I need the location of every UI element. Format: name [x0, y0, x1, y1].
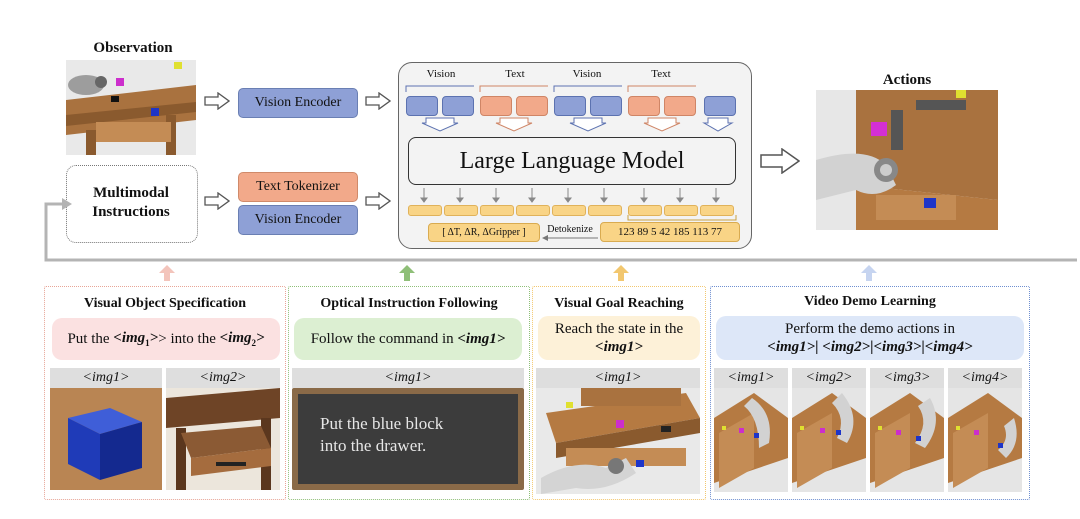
arrow-llm-to-actions: [760, 148, 800, 174]
arrow-up-panel1: [159, 265, 175, 281]
group-label-text-2: Text: [651, 68, 671, 80]
arrow-up-panel3: [613, 265, 629, 281]
token-vision-2: [442, 96, 474, 116]
arrow-up-panel2: [399, 265, 415, 281]
group-label-text-1: Text: [505, 68, 525, 80]
chalkboard-line1: Put the blue block: [320, 414, 444, 433]
output-token-6: [588, 205, 622, 216]
chalkboard-image: Put the blue block into the drawer.: [292, 388, 524, 490]
text-tokenizer: Text Tokenizer: [238, 172, 358, 202]
chalkboard-line2: into the drawer.: [320, 436, 427, 455]
panel2-title: Optical Instruction Following: [320, 296, 498, 311]
panel3-img1-label: <img1>: [536, 368, 700, 388]
output-token-4: [516, 205, 550, 216]
panel3-title: Visual Goal Reaching: [554, 296, 684, 311]
token-text-4: [664, 96, 696, 116]
blue-cube-image: [50, 388, 162, 490]
panel1-img2-label: <img2>: [166, 368, 280, 388]
output-token-1: [408, 205, 442, 216]
detokenize-arrow: [542, 235, 598, 241]
group-label-vision-1: Vision: [426, 68, 456, 80]
demo-frame-2: [792, 388, 866, 492]
output-token-2: [444, 205, 478, 216]
observation-image: [66, 60, 196, 155]
demo-frame-4: [948, 388, 1022, 492]
detokenize-label: Detokenize: [547, 224, 593, 235]
panel1-img1-label: <img1>: [50, 368, 162, 388]
panel4-img2-label: <img2>: [792, 368, 866, 388]
panel2-instruction: Follow the command in <img1>: [294, 318, 522, 360]
token-text-2: [516, 96, 548, 116]
output-token-9: [700, 205, 734, 216]
token-id-box: 123 89 5 42 185 113 77: [600, 222, 740, 242]
output-token-8: [664, 205, 698, 216]
token-vision-3: [554, 96, 586, 116]
token-group-brackets: [405, 85, 696, 92]
panel4-instruction: Perform the demo actions in <img1>| <img…: [716, 316, 1024, 360]
panel-video-demo-learning: [710, 286, 1030, 500]
arrow-instr-to-encoder: [204, 192, 230, 210]
panel4-img4-label: <img4>: [948, 368, 1022, 388]
token-arrows-down: [421, 117, 734, 132]
observation-title: Observation: [93, 40, 173, 56]
panel3-instruction: Reach the state in the <img1>: [538, 316, 700, 360]
panel4-img1-label: <img1>: [714, 368, 788, 388]
goal-state-image: [536, 388, 700, 494]
vision-encoder-bottom: Vision Encoder: [238, 205, 358, 235]
token-vision-5: [704, 96, 736, 116]
arrow-tokenizer-to-llm: [365, 192, 391, 210]
demo-frame-3: [870, 388, 944, 492]
arrow-up-panel4: [861, 265, 877, 281]
drawer-image: [166, 388, 280, 490]
output-token-bracket: [627, 215, 737, 221]
demo-frame-1: [714, 388, 788, 492]
panel4-img3-label: <img3>: [870, 368, 944, 388]
feedback-loop-line: [44, 198, 1077, 262]
multimodal-instructions-line1: Multimodal: [93, 185, 169, 201]
panel1-instruction: Put the <img1>> into the <img2>: [52, 318, 280, 360]
actions-title: Actions: [882, 72, 932, 88]
panel2-img1-label: <img1>: [292, 368, 524, 388]
output-token-3: [480, 205, 514, 216]
output-token-5: [552, 205, 586, 216]
output-token-7: [628, 205, 662, 216]
panel-visual-goal-reaching: [532, 286, 706, 500]
output-arrows: [420, 188, 720, 203]
delta-action-box: [ ΔT, ΔR, ΔGripper ]: [428, 223, 540, 242]
large-language-model-block: Large Language Model: [408, 137, 736, 185]
arrow-encoder-to-llm: [365, 92, 391, 110]
group-label-vision-2: Vision: [572, 68, 602, 80]
arrow-obs-to-encoder: [204, 92, 230, 110]
vision-encoder-top: Vision Encoder: [238, 88, 358, 118]
panel-optical-instruction-following: [288, 286, 530, 500]
panel4-title: Video Demo Learning: [804, 294, 936, 309]
token-vision-1: [406, 96, 438, 116]
multimodal-instructions-line2: Instructions: [92, 204, 170, 220]
actions-image: [816, 90, 998, 230]
token-text-3: [628, 96, 660, 116]
panel1-title: Visual Object Specification: [83, 296, 247, 311]
token-vision-4: [590, 96, 622, 116]
panel-visual-object-specification: [44, 286, 286, 500]
token-text-1: [480, 96, 512, 116]
